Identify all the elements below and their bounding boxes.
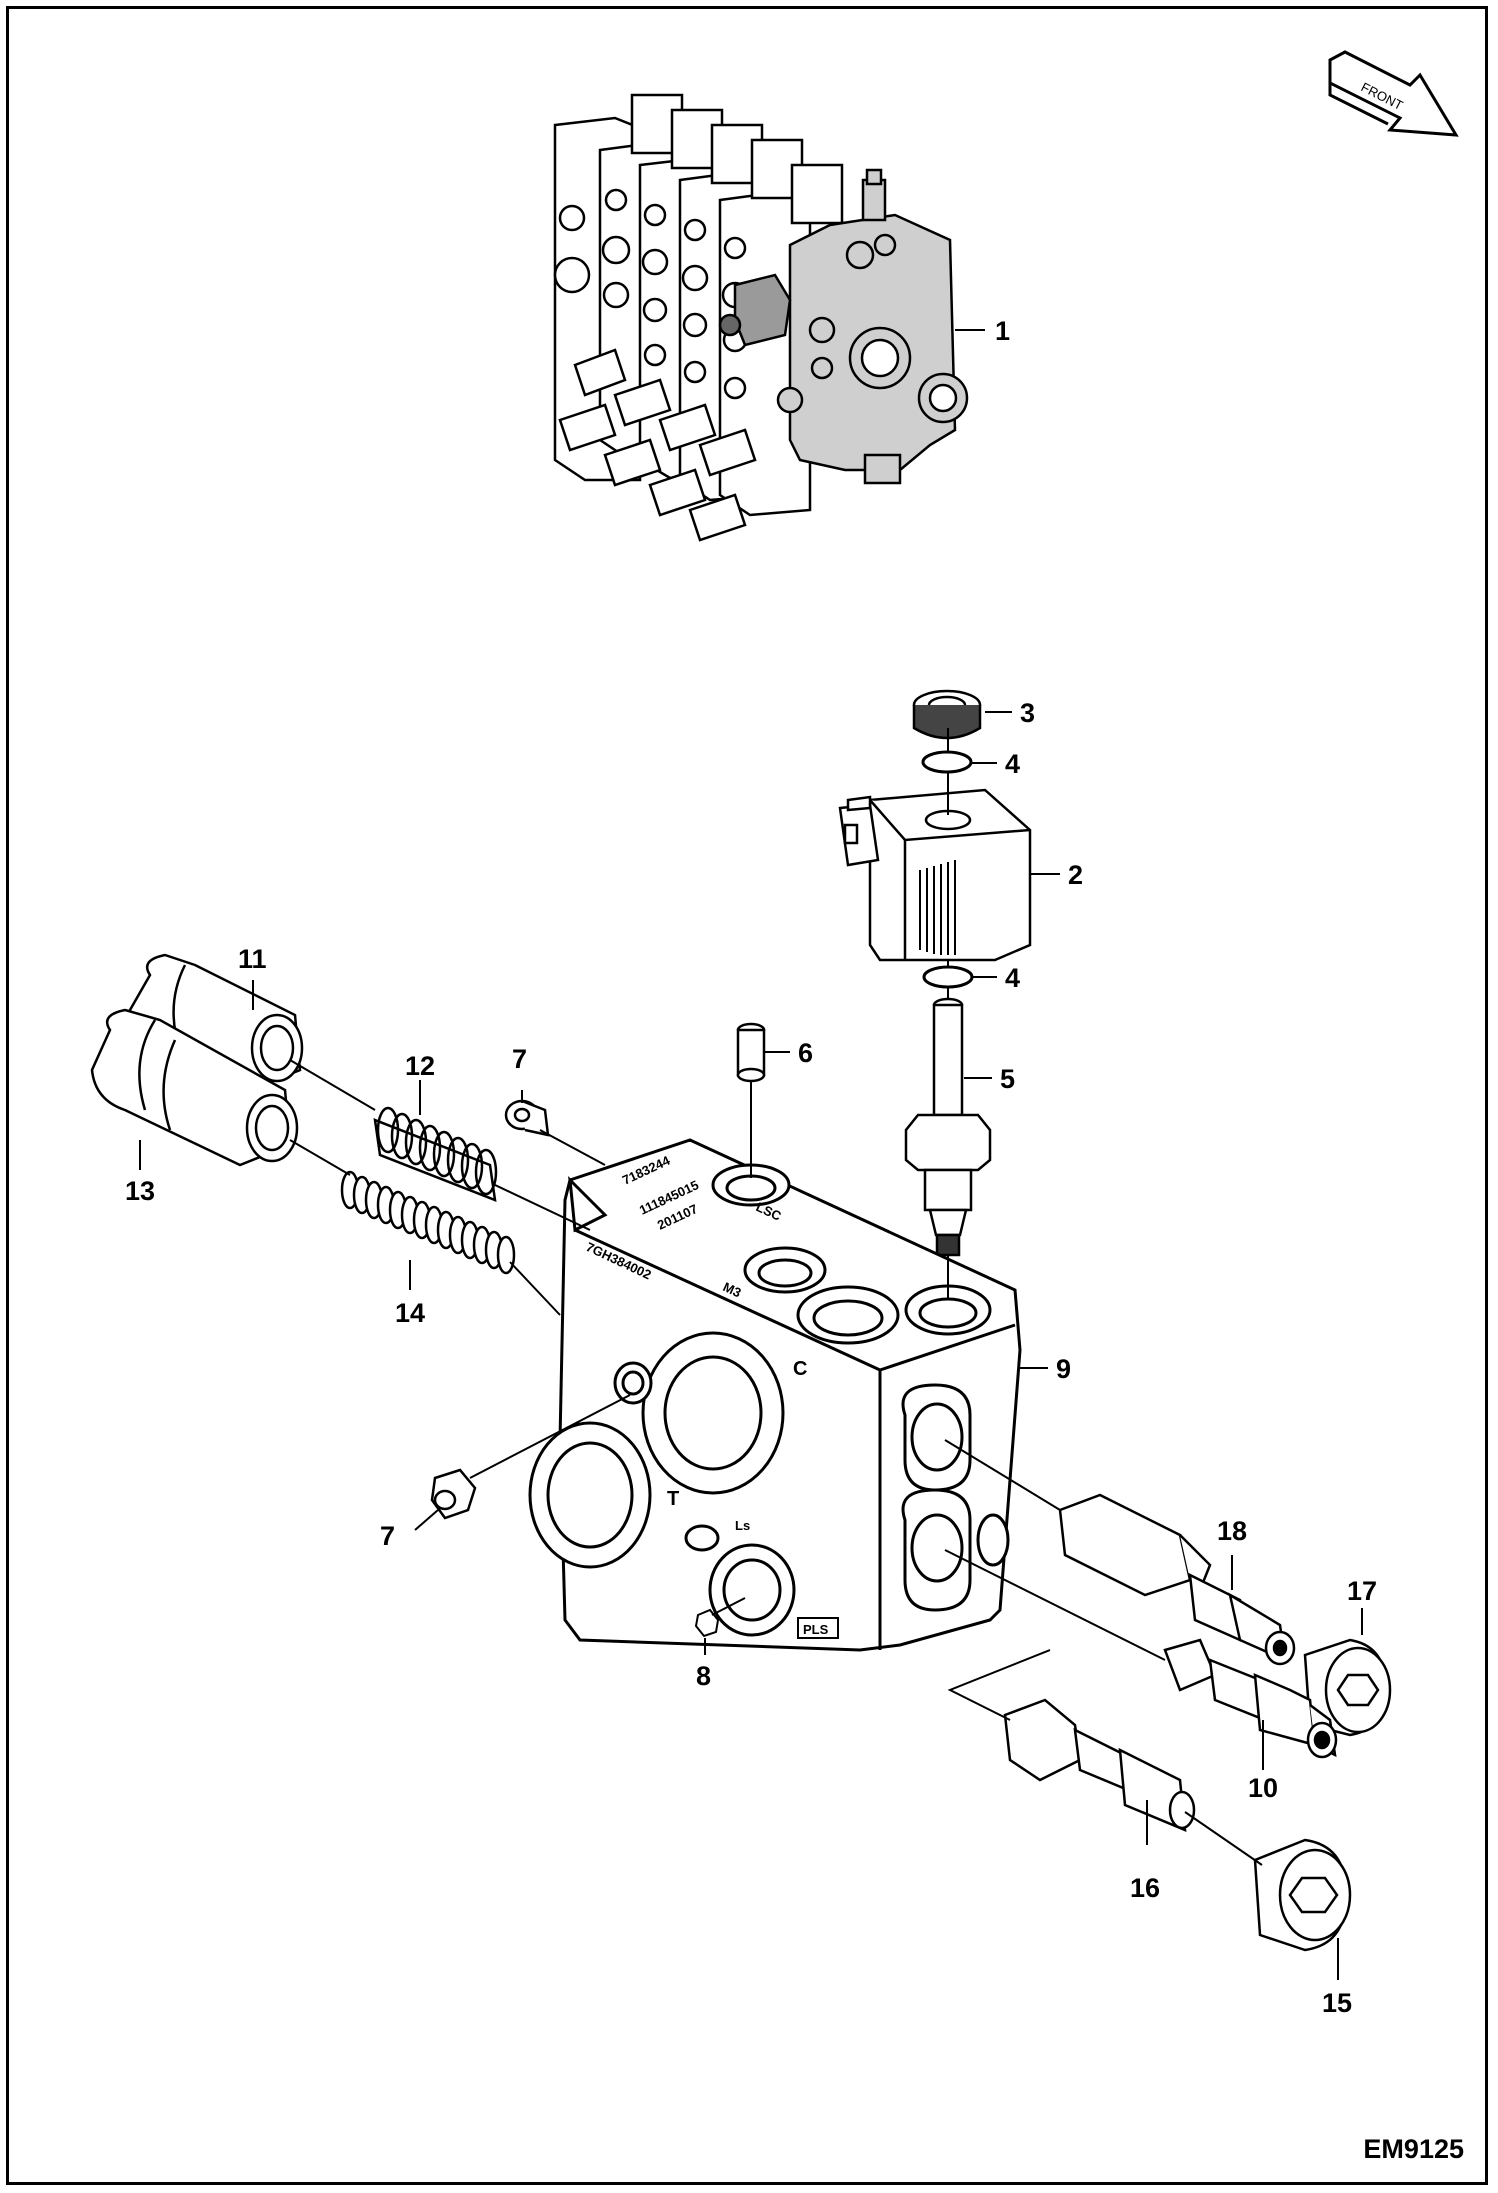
- callout-2: 2: [1068, 860, 1083, 890]
- callout-11: 11: [238, 944, 267, 974]
- part-8-plug: [694, 1608, 720, 1638]
- part-14-spring: [340, 1170, 516, 1275]
- drawing-id: EM9125: [1363, 2134, 1464, 2164]
- callout-numbers: 1 2 3 4 4 5 6 7 7 8 9 10 11 12 13 14 15 …: [125, 316, 1377, 2018]
- part-7-plug-lower: [430, 1468, 477, 1520]
- callout-17: 17: [1347, 1576, 1377, 1606]
- part-11-cap: [128, 953, 304, 1092]
- part-18-valve: [1058, 1493, 1296, 1666]
- callout-13: 13: [125, 1176, 155, 1206]
- front-arrow-icon: FRONT: [1328, 50, 1459, 137]
- explode-lines: [289, 728, 1263, 1866]
- callout-15: 15: [1322, 1988, 1352, 2018]
- valve-stack-assembly: [553, 93, 969, 542]
- callout-5: 5: [1000, 1064, 1015, 1094]
- part-13-cap: [90, 1008, 299, 1167]
- marking-port-pls: PLS: [803, 1622, 829, 1637]
- callout-12: 12: [405, 1051, 435, 1081]
- part-12-spring: [373, 1106, 498, 1202]
- part-2-coil: [838, 788, 1032, 962]
- part-4-oring-bottom: [922, 965, 974, 989]
- callout-16: 16: [1130, 1873, 1160, 1903]
- callout-3: 3: [1020, 698, 1035, 728]
- marking-port-c: C: [793, 1358, 807, 1380]
- callout-10: 10: [1248, 1773, 1278, 1803]
- part-6-plug: [736, 1022, 766, 1083]
- callout-4-bottom: 4: [1005, 963, 1020, 993]
- part-5-cartridge: [904, 997, 992, 1257]
- callout-1: 1: [995, 316, 1010, 346]
- marking-port-m3: M3: [721, 1279, 744, 1300]
- marking-port-ls: Ls: [735, 1518, 750, 1533]
- callout-4-top: 4: [1005, 749, 1020, 779]
- part-10-valve: [1163, 1638, 1338, 1759]
- part-7-plug-top: [504, 1099, 550, 1137]
- callout-8: 8: [696, 1661, 711, 1691]
- part-4-oring-top: [921, 750, 973, 774]
- callout-6: 6: [798, 1038, 813, 1068]
- callout-9: 9: [1056, 1354, 1071, 1384]
- callout-7-top: 7: [512, 1044, 527, 1074]
- callout-18: 18: [1217, 1516, 1247, 1546]
- part-15-plug: [1253, 1838, 1352, 1952]
- callout-7-lower: 7: [380, 1521, 395, 1551]
- part-9-valve-body: [528, 1138, 1022, 1652]
- callout-14: 14: [395, 1298, 425, 1328]
- part-16-valve: [1003, 1698, 1196, 1832]
- leader-lines: [139, 329, 1363, 1980]
- marking-port-t: T: [667, 1488, 679, 1510]
- part-17-plug: [1303, 1638, 1392, 1737]
